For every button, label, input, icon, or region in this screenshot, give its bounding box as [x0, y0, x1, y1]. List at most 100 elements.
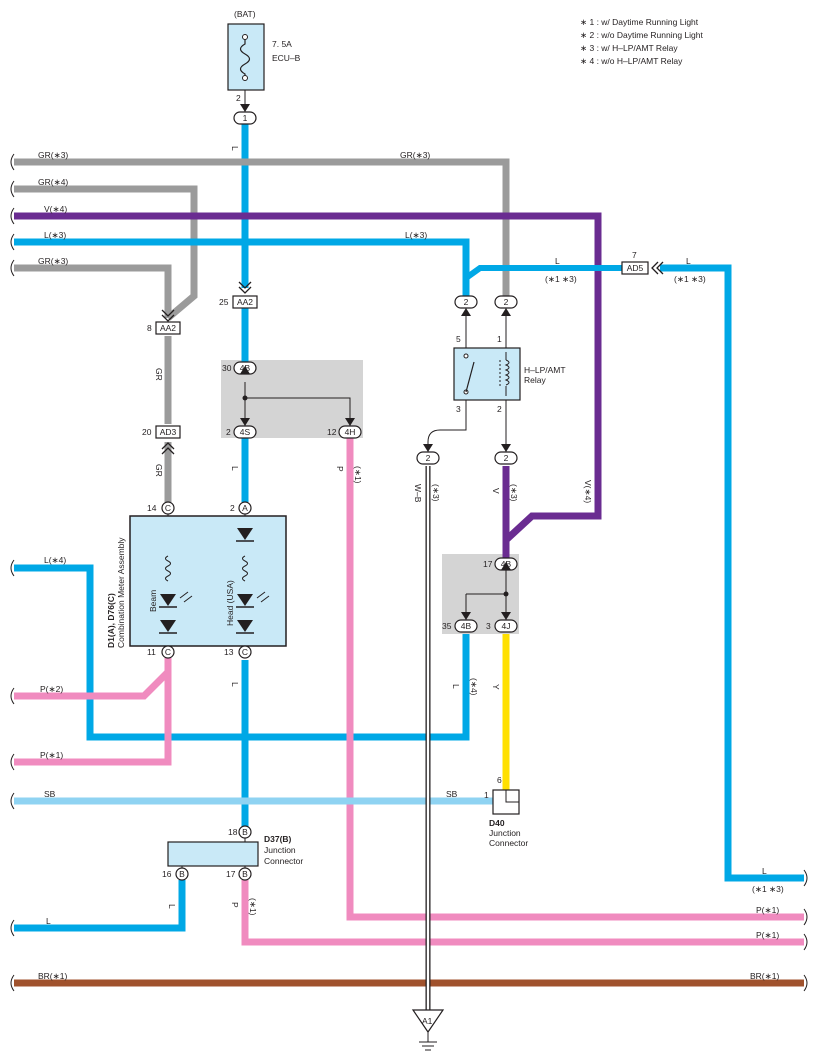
meter-c14-letter: C: [165, 503, 171, 513]
wire-label-gr-aa2: GR: [154, 368, 164, 381]
wire-label-v-relay: V: [491, 488, 501, 494]
wire-label-l-relay: L: [555, 256, 560, 266]
j4h-label: 4H: [345, 427, 356, 437]
wire-label-sb-right: SB: [446, 789, 458, 799]
relay-pin5: 5: [456, 334, 461, 344]
wire-l4: [14, 564, 470, 741]
combination-meter-assembly: [129, 515, 287, 647]
wire-label-l-16b: L: [167, 904, 177, 909]
relay-out-left-label: 2: [426, 453, 431, 463]
wire-gr3-top: [14, 158, 510, 298]
terminal-d37-b17: [238, 867, 252, 881]
meter-head-label: Head (USA): [225, 580, 235, 626]
wire-label-p2-left: P(∗2): [40, 684, 63, 694]
terminal-meter-c11: [161, 645, 175, 659]
wire-gr3-low: [14, 264, 172, 318]
j4j-pin: 3: [486, 621, 491, 631]
d40-line2: Connector: [489, 838, 528, 848]
aa2-top-pin: 25: [219, 297, 229, 307]
wire-label-p-4h-note: (∗1): [353, 466, 363, 484]
d37-b17-pin: 17: [226, 869, 236, 879]
wire-p-4h: [346, 438, 804, 921]
d40-junction-connector: [492, 789, 520, 815]
meter-name-b: Combination Meter Assembly: [116, 537, 126, 648]
legend-item-2: ∗ 2 : w/o Daytime Running Light: [580, 30, 704, 40]
aa2-top-label: AA2: [237, 297, 253, 307]
connector-ad5: [621, 261, 649, 275]
fuse-value: 7. 5A: [272, 39, 292, 49]
wire-label-p1-right-b: P(∗1): [756, 930, 779, 940]
bat-label: (BAT): [234, 9, 256, 19]
legend: ∗ 1 : w/ Daytime Running Light ∗ 2 : w/o…: [580, 17, 704, 66]
wire-label-l-mid: L: [230, 466, 240, 471]
j4b-r2-label: 4B: [461, 621, 472, 631]
wire-label-l-4b: L: [451, 684, 461, 689]
meter-c11-letter: C: [165, 647, 171, 657]
d37-b18-pin: 18: [228, 827, 238, 837]
wire-label-gr3-low-left: GR(∗3): [38, 256, 68, 266]
ground-label: A1: [422, 1016, 433, 1026]
ad3-label: AD3: [160, 427, 177, 437]
meter-c13-pin: 13: [224, 647, 234, 657]
h-lp-amt-relay: [453, 347, 521, 401]
terminal-meter-c14: [161, 501, 175, 515]
legend-item-3: ∗ 3 : w/ H–LP/AMT Relay: [580, 43, 678, 53]
wire-label-l-top: L: [230, 146, 240, 151]
wire-label-br-left: BR(∗1): [38, 971, 67, 981]
wire-label-br-right: BR(∗1): [750, 971, 779, 981]
meter-a2-pin: 2: [230, 503, 235, 513]
d40-line1: Junction: [489, 828, 521, 838]
wire-label-v-relay-note: (∗3): [509, 484, 519, 502]
aa2-left-pin: 8: [147, 323, 152, 333]
meter-a2-letter: A: [242, 503, 248, 513]
d37-junction-connector: [167, 841, 259, 867]
d40-pin: 6: [497, 775, 502, 785]
wire-l-16b: [14, 880, 186, 932]
wire-label-l-bottom-right-note: (∗1 ∗3): [752, 884, 784, 894]
wire-label-gr3-left: GR(∗3): [38, 150, 68, 160]
ad3-pin: 20: [142, 427, 152, 437]
relay-in-left-label: 2: [464, 297, 469, 307]
wire-label-l3-left: L(∗3): [44, 230, 66, 240]
wire-label-p-17b-note: (∗1): [248, 898, 258, 916]
wire-label-sb-left: SB: [44, 789, 56, 799]
wire-label-p1-right-a: P(∗1): [756, 905, 779, 915]
j4j-label: 4J: [502, 621, 511, 631]
wire-l-ad5-right: [660, 264, 804, 882]
connector-aa2-left: [155, 321, 181, 335]
relay-pin3: 3: [456, 404, 461, 414]
relay-out-right-label: 2: [504, 453, 509, 463]
wire-label-gr-ad3: GR: [154, 464, 164, 477]
ad5-label: AD5: [627, 263, 644, 273]
j4s-pin: 2: [226, 427, 231, 437]
d40-sb-pin: 1: [484, 790, 489, 800]
wire-label-l-ad5: L: [686, 256, 691, 266]
fuse-block: [227, 23, 265, 112]
meter-c13-letter: C: [242, 647, 248, 657]
d40-code: D40: [489, 818, 505, 828]
terminal-d37-b16: [175, 867, 189, 881]
j4s-label: 4S: [240, 427, 251, 437]
wire-label-p-17b: P: [230, 902, 240, 908]
wire-label-l-meter-bottom: L: [230, 682, 240, 687]
relay-pin1: 1: [497, 334, 502, 344]
wire-label-v4-left: V(∗4): [44, 204, 67, 214]
relay-name-2: Relay: [524, 375, 546, 385]
wire-p1-left: [14, 658, 172, 766]
d37-b16-letter: B: [179, 869, 185, 879]
wire-l-relay-ad5: [463, 265, 622, 284]
j4b-top-label: 4B: [240, 363, 251, 373]
d37-line1: Junction: [264, 845, 296, 855]
aa2-left-label: AA2: [160, 323, 176, 333]
wire-label-l3-right: L(∗3): [405, 230, 427, 240]
relay-name: H–LP/AMT: [524, 365, 566, 375]
connector-ad3: [155, 425, 181, 439]
wire-label-p1-left: P(∗1): [40, 750, 63, 760]
d37-b16-pin: 16: [162, 869, 172, 879]
wire-label-v4-right: V(∗4): [583, 480, 593, 503]
wire-label-gr3-right: GR(∗3): [400, 150, 430, 160]
terminal-meter-c13: [238, 645, 252, 659]
wire-end-marks-left: [10, 153, 808, 992]
relay-in-right-label: 2: [504, 297, 509, 307]
wire-label-y: Y: [491, 684, 501, 690]
